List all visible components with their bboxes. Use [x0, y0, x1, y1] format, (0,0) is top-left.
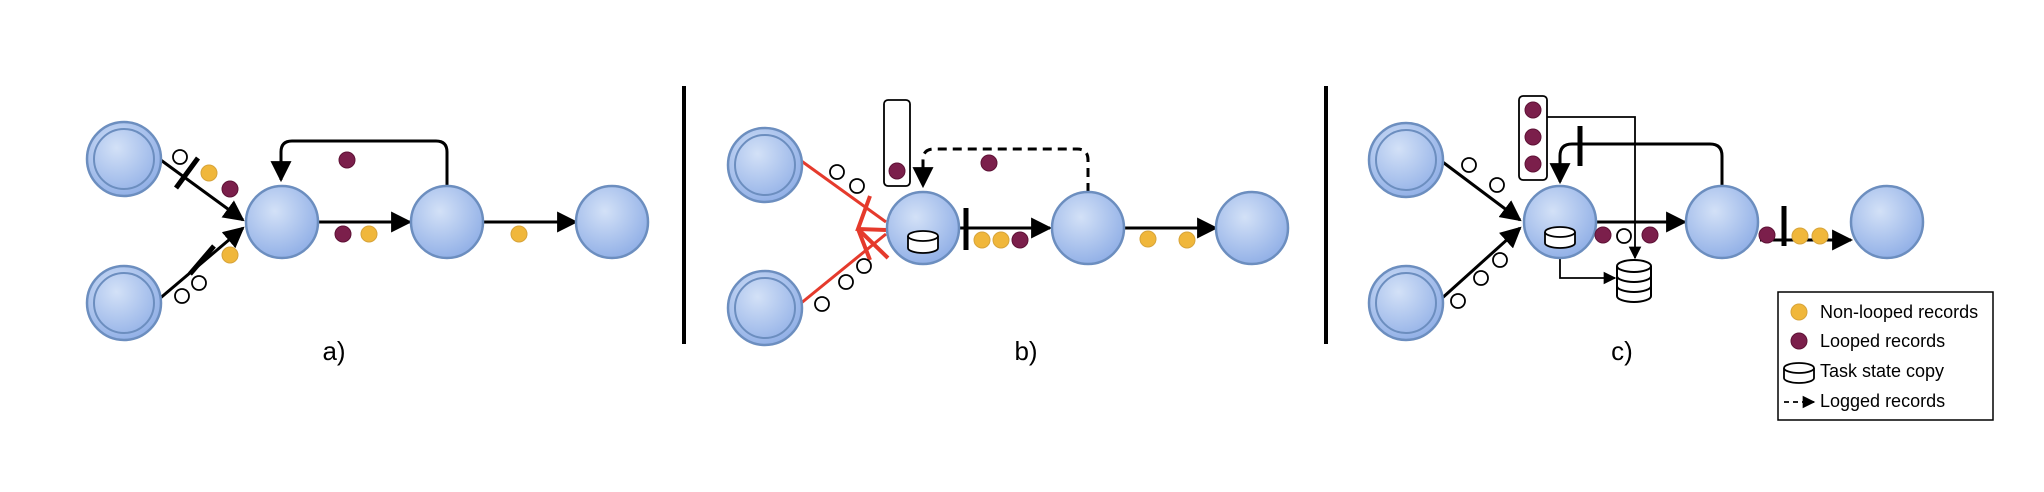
non-looped-record: [1791, 227, 1809, 245]
looped-record: [1524, 101, 1542, 119]
panel-c: c): [1367, 95, 1925, 366]
task-state-icon: [907, 230, 939, 254]
empty-record: [1461, 157, 1477, 173]
middle-node: [1050, 190, 1126, 266]
legend-label-task-state: Task state copy: [1820, 361, 1944, 381]
sink-node: [574, 184, 650, 260]
task-state-swatch-icon: [1783, 362, 1815, 384]
non-looped-swatch: [1790, 303, 1808, 321]
non-looped-record: [360, 225, 378, 243]
looped-record: [1011, 231, 1029, 249]
panel-a: a): [85, 120, 650, 366]
source-node: [85, 264, 163, 342]
empty-record: [1473, 270, 1489, 286]
database-icon: [1616, 259, 1652, 303]
looped-record: [980, 154, 998, 172]
sink-node: [1849, 184, 1925, 260]
source-node: [1367, 121, 1445, 199]
merge-node: [244, 184, 320, 260]
empty-record: [838, 274, 854, 290]
source-node: [726, 126, 804, 204]
feedback-loop-edge: [270, 139, 449, 186]
looped-record: [338, 151, 356, 169]
barrier-marker: [173, 156, 201, 190]
legend-item-logged: Logged records: [1784, 391, 1945, 411]
non-looped-record: [200, 164, 218, 182]
broken-edge: [799, 232, 887, 306]
non-looped-record: [221, 246, 239, 264]
legend-item-non-looped: Non-looped records: [1790, 302, 1978, 322]
empty-record: [849, 178, 865, 194]
panel-label-b: b): [1014, 336, 1037, 366]
middle-node: [409, 184, 485, 260]
non-looped-record: [510, 225, 528, 243]
panel-label-c: c): [1611, 336, 1633, 366]
looped-record: [1758, 226, 1776, 244]
merge-node: [885, 190, 961, 266]
feedback-loop-edge: [1549, 142, 1724, 186]
source-node: [726, 269, 804, 347]
source-node: [85, 120, 163, 198]
empty-record: [174, 288, 190, 304]
empty-record: [829, 164, 845, 180]
barrier-marker: [188, 244, 216, 276]
legend-item-task-state: Task state copy: [1783, 361, 1944, 384]
looped-record: [1524, 155, 1542, 173]
legend-label-non-looped: Non-looped records: [1820, 302, 1978, 322]
looped-swatch: [1790, 332, 1808, 350]
record-buffer: [883, 99, 911, 187]
non-looped-record: [1811, 227, 1829, 245]
looped-record: [221, 180, 239, 198]
non-looped-record: [1178, 231, 1196, 249]
looped-record: [1594, 226, 1612, 244]
broken-edge: [799, 158, 887, 224]
broken-edge-marker: [856, 227, 890, 260]
empty-record: [1616, 228, 1632, 244]
task-state-icon: [1544, 226, 1576, 249]
empty-record: [814, 296, 830, 312]
empty-record: [856, 258, 872, 274]
non-looped-record: [992, 231, 1010, 249]
empty-record: [1489, 177, 1505, 193]
empty-record: [1450, 293, 1466, 309]
legend-label-looped: Looped records: [1820, 331, 1945, 351]
empty-record: [172, 149, 188, 165]
looped-record: [1524, 128, 1542, 146]
looped-record: [1641, 226, 1659, 244]
legend: Non-looped records Looped records Task s…: [1777, 291, 1994, 421]
middle-node: [1684, 184, 1760, 260]
edge-source1-to-merge: [1439, 158, 1522, 222]
log-to-storage-connector: [1547, 116, 1642, 260]
looped-record: [334, 225, 352, 243]
non-looped-record: [973, 231, 991, 249]
panel-b: b): [726, 99, 1290, 366]
edge-source1-to-merge: [157, 156, 245, 222]
legend-item-looped: Looped records: [1790, 331, 1945, 351]
edge-source2-to-merge: [1438, 226, 1522, 302]
source-node: [1367, 264, 1445, 342]
empty-record: [191, 275, 207, 291]
non-looped-record: [1139, 230, 1157, 248]
looped-record: [888, 162, 906, 180]
merge-node: [1522, 184, 1598, 260]
empty-record: [1492, 252, 1508, 268]
panel-label-a: a): [322, 336, 345, 366]
logged-records-edge: [912, 147, 1090, 192]
legend-label-logged: Logged records: [1820, 391, 1945, 411]
sink-node: [1214, 190, 1290, 266]
